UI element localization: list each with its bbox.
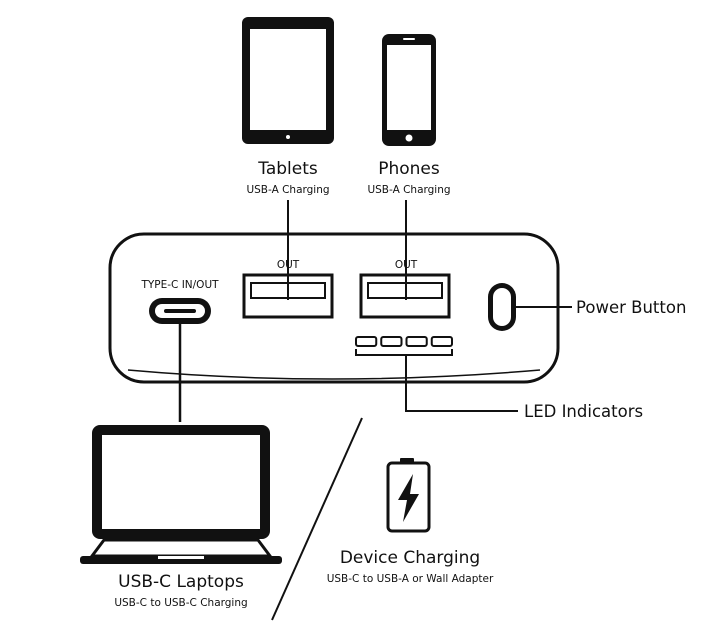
battery-charging-icon <box>386 458 431 533</box>
led-segment <box>430 336 453 347</box>
usb-c-port <box>149 298 211 324</box>
tablets-subtitle: USB-A Charging <box>246 184 329 196</box>
led-segment <box>405 336 428 347</box>
tablets-title: Tablets <box>257 159 318 179</box>
charging-subtitle: USB-C to USB-A or Wall Adapter <box>327 573 494 585</box>
laptop-icon <box>80 425 282 564</box>
led-indicators-label: LED Indicators <box>524 402 643 421</box>
laptops-title: USB-C Laptops <box>118 572 244 592</box>
led-segment <box>355 336 378 347</box>
charging-title: Device Charging <box>340 548 480 568</box>
led-segment <box>380 336 403 347</box>
phones-title: Phones <box>378 159 440 179</box>
power-button-label: Power Button <box>576 298 686 317</box>
phone-icon <box>382 34 436 146</box>
laptops-subtitle: USB-C to USB-C Charging <box>114 597 247 609</box>
led-indicators <box>355 336 453 347</box>
phones-subtitle: USB-A Charging <box>367 184 450 196</box>
led-bracket <box>355 349 518 412</box>
diagonal-divider <box>271 417 363 621</box>
usb-c-port-label: TYPE-C IN/OUT <box>140 279 219 291</box>
tablet-icon <box>242 17 334 144</box>
power-bank-body-inner-edge <box>127 369 541 380</box>
power-button <box>488 283 516 331</box>
